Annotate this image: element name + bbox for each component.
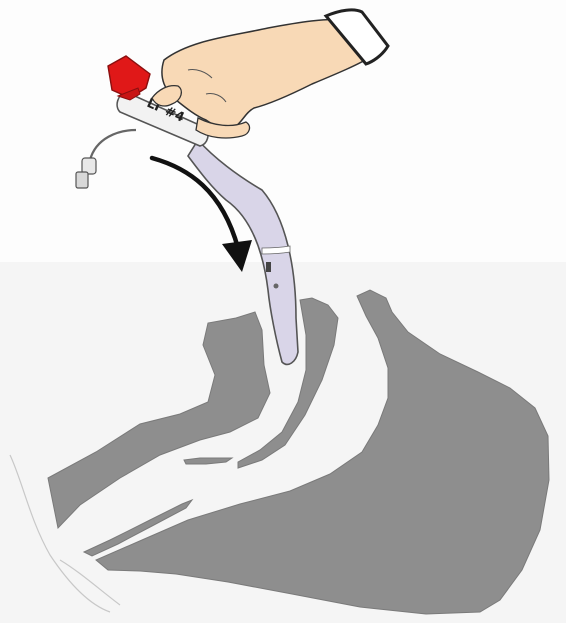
tube-opening-dot [274,284,279,289]
tube-opening-mark [266,262,271,272]
